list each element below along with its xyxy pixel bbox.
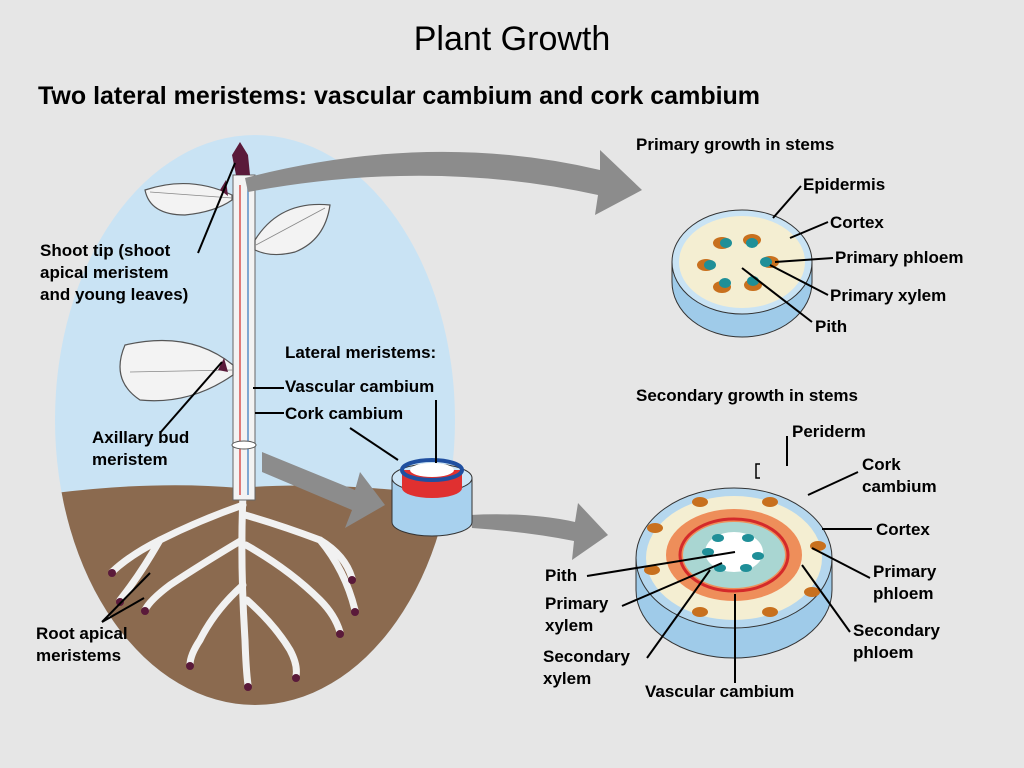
label-primary-xylem-secondary: Primary xylem	[545, 594, 609, 635]
leaf-lower-left	[119, 339, 234, 402]
page-title: Plant Growth	[413, 20, 611, 58]
secondary-primary-phloem	[644, 497, 826, 617]
label-cortex-primary: Cortex	[830, 213, 884, 232]
leader-lines	[101, 162, 872, 683]
heading-primary-growth: Primary growth in stems	[636, 135, 835, 154]
label-secondary-xylem: Secondary xylem	[543, 647, 630, 688]
shoot-tip-bud	[232, 142, 250, 175]
label-primary-phloem-secondary: Primary phloem	[873, 562, 937, 603]
label-primary-xylem-primary: Primary xylem	[830, 286, 947, 305]
leaves	[119, 183, 331, 402]
label-shoot-tip: Shoot tip (shoot apical meristem and you…	[40, 241, 189, 304]
stem-cut-top	[231, 440, 257, 450]
page-subtitle: Two lateral meristems: vascular cambium …	[38, 82, 761, 110]
label-vascular-cambium: Vascular cambium	[285, 377, 435, 396]
leaf-upper-left	[144, 183, 233, 216]
vascular-cambium-ring	[678, 517, 790, 593]
label-vascular-cambium-secondary: Vascular cambium	[645, 682, 795, 701]
label-pith-secondary: Pith	[545, 566, 578, 585]
axillary-bud-lower	[218, 358, 228, 372]
process-arrows	[245, 150, 642, 560]
arrow-to-secondary	[470, 503, 608, 560]
label-cork-cambium: Cork cambium	[285, 404, 404, 423]
label-root-apical: Root apical meristems	[36, 624, 128, 665]
label-axillary-bud: Axillary bud meristem	[92, 428, 190, 469]
arrow-to-primary	[245, 150, 642, 215]
stem	[232, 174, 256, 501]
secondary-stem-section	[635, 463, 833, 659]
secondary-primary-xylem	[702, 534, 764, 572]
label-primary-phloem-primary: Primary phloem	[835, 248, 964, 267]
label-secondary-phloem: Secondary phloem	[853, 621, 940, 662]
roots	[108, 491, 359, 689]
label-cork-cambium-secondary: Cork cambium	[862, 455, 937, 496]
heading-secondary-growth: Secondary growth in stems	[636, 386, 858, 405]
periderm-bracket	[755, 463, 760, 479]
label-pith-primary: Pith	[815, 317, 848, 336]
lateral-meristem-cylinder	[391, 458, 473, 537]
primary-vascular-bundles	[697, 234, 779, 293]
label-periderm: Periderm	[792, 422, 866, 441]
label-cortex-secondary: Cortex	[876, 520, 930, 539]
leaf-upper-right	[254, 203, 331, 256]
label-epidermis: Epidermis	[803, 175, 886, 194]
primary-cortex	[679, 216, 805, 308]
label-lateral-meristems: Lateral meristems:	[285, 343, 437, 362]
primary-stem-section	[671, 209, 813, 338]
root-tips	[108, 569, 359, 691]
arrow-to-lateral-meristem	[262, 452, 385, 528]
